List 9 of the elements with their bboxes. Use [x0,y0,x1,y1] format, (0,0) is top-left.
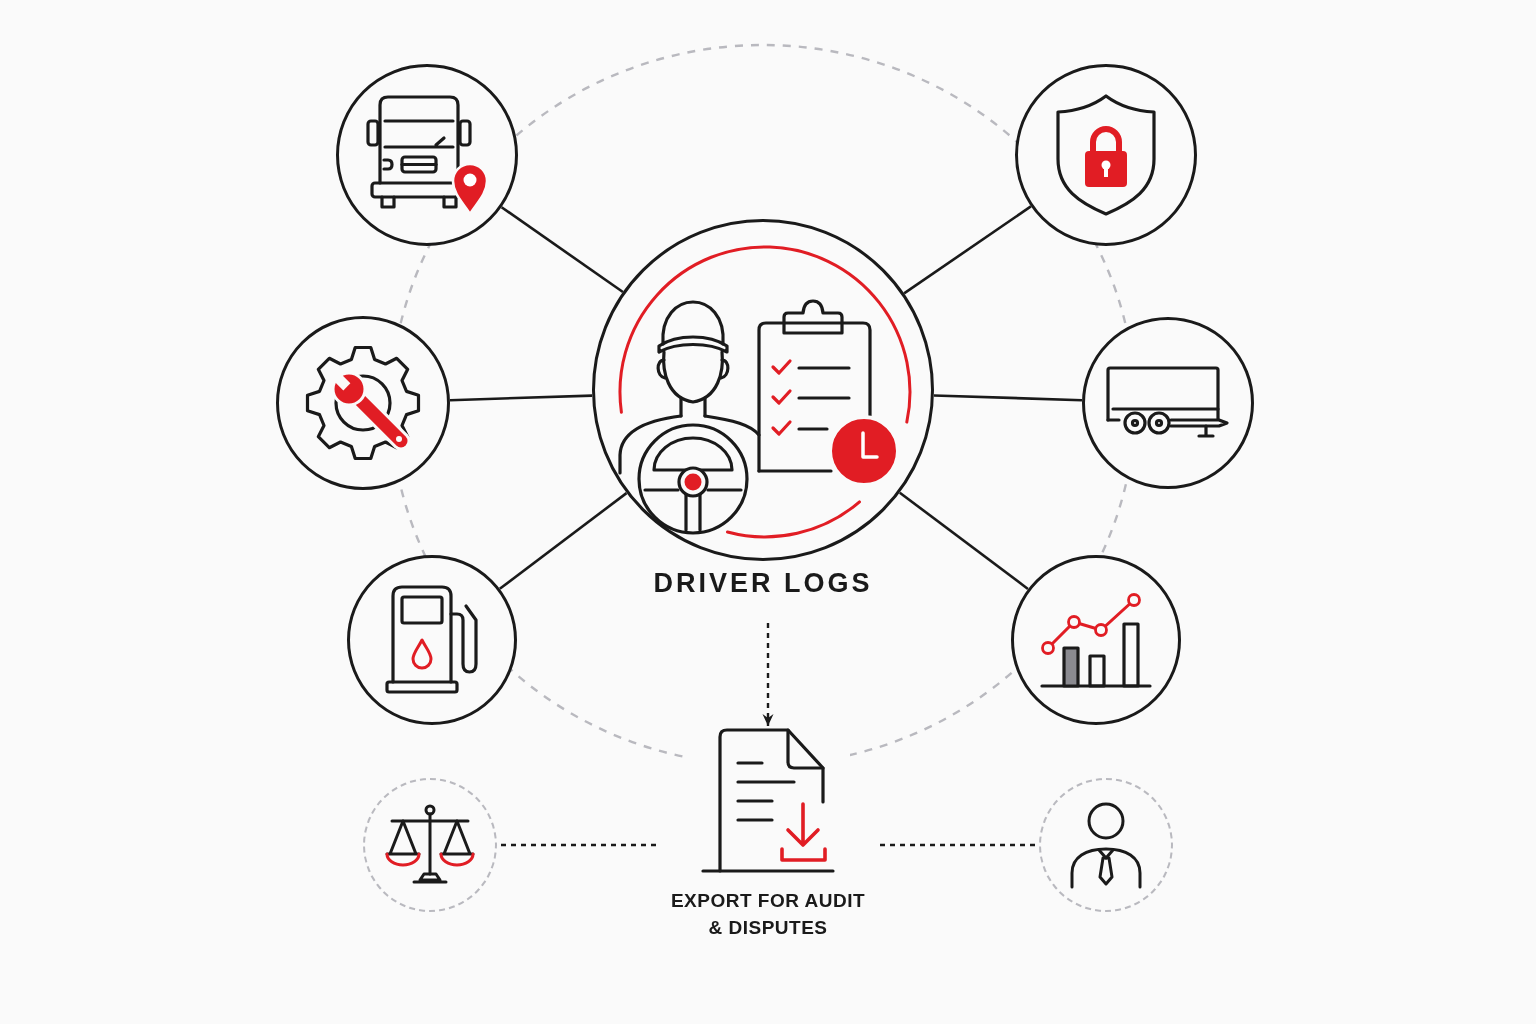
connector-line [499,492,628,590]
connector-line [903,205,1032,295]
connector-line [899,491,1029,591]
hub-title: DRIVER LOGS [653,568,873,600]
connector-line [449,394,593,402]
dashed-arrow [762,622,774,726]
connector-line [500,206,624,294]
connector-line [933,394,1083,402]
node-label: EXPORT FOR AUDIT & DISPUTES [669,889,867,940]
